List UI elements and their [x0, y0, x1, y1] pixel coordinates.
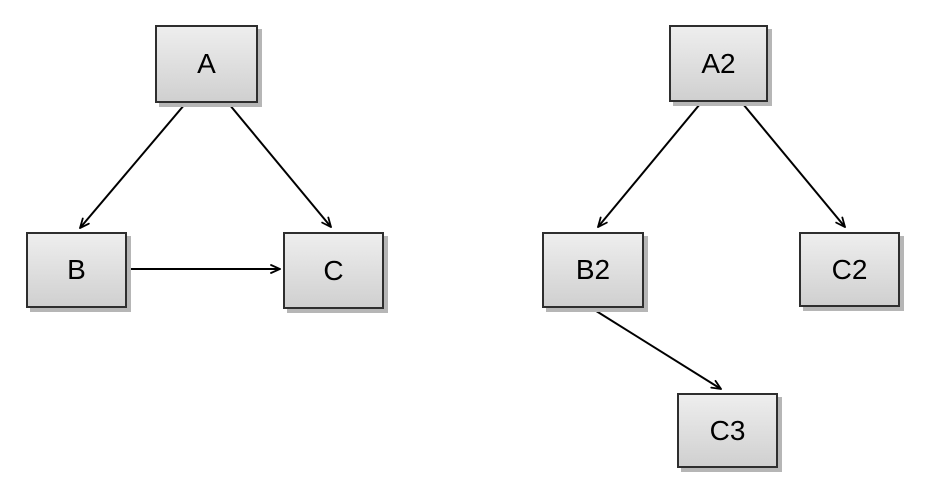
node-A: A [155, 25, 258, 103]
node-A2-label: A2 [701, 47, 736, 79]
node-C2: C2 [799, 232, 900, 307]
node-C3: C3 [677, 393, 778, 468]
node-C-label: C [323, 254, 344, 286]
node-B-label: B [67, 254, 86, 285]
node-A2: A2 [669, 25, 768, 102]
node-C: C [283, 232, 384, 309]
edge-B2-C3 [592, 308, 721, 389]
node-C3-label: C3 [709, 414, 746, 446]
node-C2-label: C2 [831, 253, 868, 285]
node-B: B [26, 232, 127, 308]
node-B2-label: B2 [575, 254, 611, 285]
node-A-label: A [197, 48, 216, 79]
edge-A2-B2 [598, 103, 701, 227]
edge-A2-C2 [742, 103, 845, 227]
node-B2: B2 [542, 232, 644, 308]
edge-A-C [228, 103, 331, 227]
edge-A-B [80, 103, 186, 228]
